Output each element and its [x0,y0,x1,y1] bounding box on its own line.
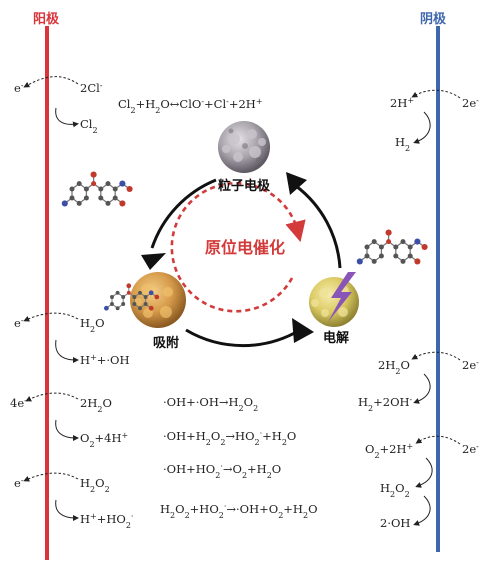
mid-reaction-1: ·OH+·OH→H2O2 [163,395,258,413]
oxidation-arrow-2 [55,339,79,363]
product-h2-c1: H2 [395,135,410,153]
reactant-o2-c3: O2+2H+ [365,442,413,460]
electron-top-anode: e- [14,81,24,96]
cycle-arrow-bottom [185,328,301,348]
equations-layer: e- 2Cl- Cl2 Cl2+H2O↔ClO-+Cl-+2H+ e- H2O H++·OH… [10,76,479,530]
adsorption-particle-icon [130,272,186,328]
inner-cycle-dashed [170,181,306,313]
reactant-h2o-r1: H2O [80,316,105,334]
intermediate-h2o2-c3: H2O2 [380,481,410,499]
molecule-icon-left [61,171,133,207]
cycle-arrows [150,178,342,348]
electron-c3: 2e- [462,442,479,457]
reduction-arrow-2 [413,373,431,404]
oxidation-arrow-4 [55,499,79,521]
oxidation-arrow-1 [55,107,79,128]
reduction-arrow-4 [413,495,431,526]
anode-electrode [45,26,49,560]
electron-r3: e- [14,476,24,491]
mid-reaction-4: H2O2+HO2·→·OH+O2+H2O [160,502,318,520]
product-oh-r1: H++·OH [80,353,129,368]
center-text: 原位电催化 [205,238,285,257]
cycle-arrowhead-left [141,253,166,270]
mid-reaction-3: ·OH+HO2·→O2+H2O [163,462,281,480]
cycle-arrowhead-top [286,172,307,195]
electrolysis-label: 电解 [323,330,349,346]
reduction-arrow-3 [415,457,433,488]
reactant-2h2o-c2: 2H2O [378,358,410,376]
electron-r2: 4e- [10,396,27,411]
anode-label: 阳极 [33,11,60,27]
molecule-icon-adsorbed [104,283,160,311]
electron-release-arrow-2 [23,312,79,322]
oxidation-arrow-3 [55,419,79,441]
lightning-icon [328,272,356,322]
molecule-icon-right [356,229,428,265]
cycle-arrow-right [295,184,342,269]
electron-accept-arrow-1 [411,89,461,99]
electron-release-arrow-3 [25,392,79,402]
product-2oh-c3: 2·OH [380,516,410,530]
cycle-arrowhead-bottom [292,318,314,343]
reactant-h2o2-r3: H2O2 [80,476,110,494]
molecules-layer [61,171,428,311]
reactant-2h-c1: 2H+ [390,96,414,111]
electron-r1: e- [14,316,24,331]
reactant-2h2o-r2: 2H2O [80,396,112,414]
adsorption-label: 吸附 [153,335,179,351]
reduction-arrow-1 [413,111,431,144]
cathode-label: 阴极 [420,11,447,27]
electron-accept-arrow-3 [415,435,461,445]
reaction-chlorine-hydrolysis: Cl2+H2O↔ClO-+Cl-+2H+ [118,97,263,115]
electron-c2: 2e- [462,358,479,373]
mid-reaction-2: ·OH+H2O2→HO2·+H2O [163,429,296,447]
particle-electrode-label: 粒子电极 [218,178,271,194]
electron-release-arrow-1 [23,76,79,88]
cycle-arrow-left [150,178,217,249]
electron-accept-arrow-2 [411,351,461,361]
cathode-electrode [436,26,440,552]
product-cl2: Cl2 [80,117,98,135]
reactant-2cl: 2Cl- [80,81,103,96]
electron-release-arrow-4 [23,472,79,482]
particle-electrode-icon [218,121,270,173]
product-ho2-r3: H++HO2· [80,512,133,530]
product-h2-oh-c2: H2+2OH- [358,395,413,413]
electron-c1: 2e- [462,96,479,111]
electrolysis-particle-icon [309,277,359,327]
product-o2-r2: O2+4H+ [80,431,128,449]
